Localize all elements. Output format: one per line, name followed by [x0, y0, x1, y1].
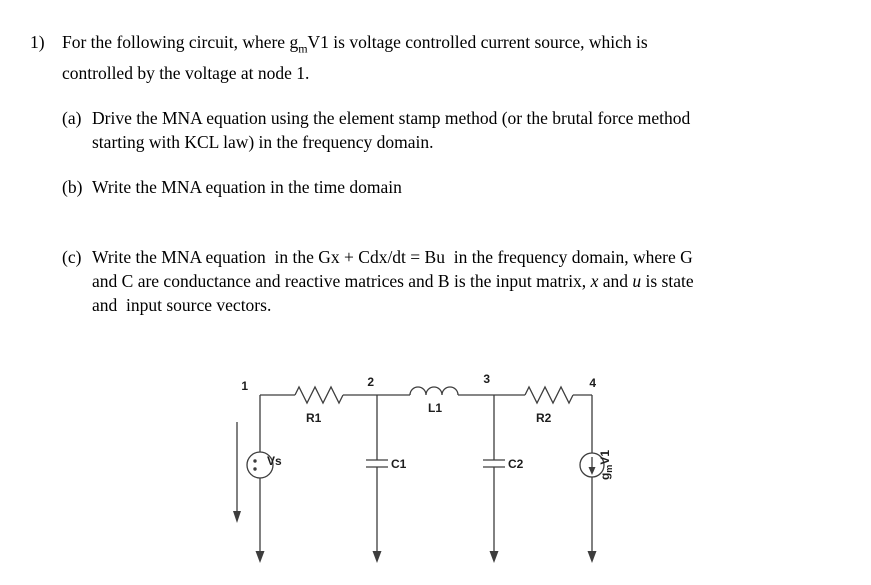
part-c-line2-mid: and	[598, 270, 633, 291]
label-gmv1-v1: V1	[598, 450, 612, 465]
item-number: 1)	[30, 32, 45, 52]
circuit-fills	[233, 459, 597, 563]
vs-dot-bottom	[253, 467, 257, 471]
label-c2: C2	[508, 457, 524, 471]
problem-part-c: (c) Write the MNA equation in the Gx + C…	[62, 245, 841, 317]
node-label-4: 4	[589, 376, 596, 390]
gm-subscript: m	[298, 41, 308, 56]
ground-arrow-2	[372, 551, 382, 563]
label-gmv1: gmV1	[598, 450, 614, 480]
part-c-line2-post: is state	[641, 270, 694, 291]
label-gmv1-g: g	[598, 473, 612, 480]
intro-line-1: For the following circuit, where gmV1 is…	[62, 30, 841, 61]
intro-text-pre: For the following circuit, where g	[62, 32, 299, 52]
problem-part-a: (a) Drive the MNA equation using the ele…	[62, 106, 841, 154]
part-c-line-3: and input source vectors.	[92, 294, 272, 315]
intro-text-post: V1 is voltage controlled current source,…	[307, 32, 648, 52]
problem-text: 1) For the following circuit, where gmV1…	[30, 30, 841, 317]
part-b-line-1: Write the MNA equation in the time domai…	[92, 176, 402, 197]
item-body: For the following circuit, where gmV1 is…	[62, 30, 841, 85]
vs-dot-top	[253, 459, 257, 463]
resistor-r2-symbol	[524, 385, 574, 405]
part-c-body: Write the MNA equation in the Gx + Cdx/d…	[92, 245, 841, 317]
node-label-3: 3	[483, 372, 490, 386]
part-c-line-1: Write the MNA equation in the Gx + Cdx/d…	[92, 246, 693, 267]
current-source-arrowhead	[588, 467, 596, 475]
current-direction-arrowhead	[233, 511, 241, 523]
capacitor-c1-symbol	[366, 459, 388, 468]
part-a-body: Drive the MNA equation using the element…	[92, 106, 841, 154]
node-label-1: 1	[241, 379, 248, 393]
ground-arrow-1	[255, 551, 265, 563]
label-r2: R2	[536, 411, 552, 425]
intro-line-2: controlled by the voltage at node 1.	[62, 62, 310, 83]
ground-arrow-4	[587, 551, 597, 563]
inductor-l1-symbol	[409, 386, 459, 396]
part-a-line-1: Drive the MNA equation using the element…	[92, 107, 691, 128]
part-a-line-2: starting with KCL law) in the frequency …	[92, 131, 434, 152]
part-a-label: (a)	[62, 107, 82, 128]
part-c-var-u: u	[632, 270, 642, 291]
circuit-diagram: 1 2 3 4 R1 L1 R2 Vs C1 C2 gmV1	[233, 372, 614, 563]
problem-item-1: 1) For the following circuit, where gmV1…	[30, 30, 841, 85]
capacitor-c2-symbol	[483, 459, 505, 468]
part-c-label: (c)	[62, 246, 82, 267]
label-c1: C1	[391, 457, 407, 471]
label-vs: Vs	[267, 454, 282, 468]
node-label-2: 2	[367, 375, 374, 389]
part-c-line-2: and C are conductance and reactive matri…	[92, 269, 841, 293]
part-b-body: Write the MNA equation in the time domai…	[92, 175, 841, 199]
ground-arrow-3	[489, 551, 499, 563]
part-b-label: (b)	[62, 176, 83, 197]
resistor-r1-symbol	[294, 385, 344, 405]
problem-part-b: (b) Write the MNA equation in the time d…	[62, 175, 841, 199]
label-gmv1-sub-m: m	[604, 465, 614, 473]
part-c-var-x: x	[590, 270, 599, 291]
label-r1: R1	[306, 411, 322, 425]
part-c-line2-pre: and C are conductance and reactive matri…	[92, 270, 591, 291]
label-l1: L1	[428, 401, 442, 415]
circuit-wires	[236, 385, 605, 551]
